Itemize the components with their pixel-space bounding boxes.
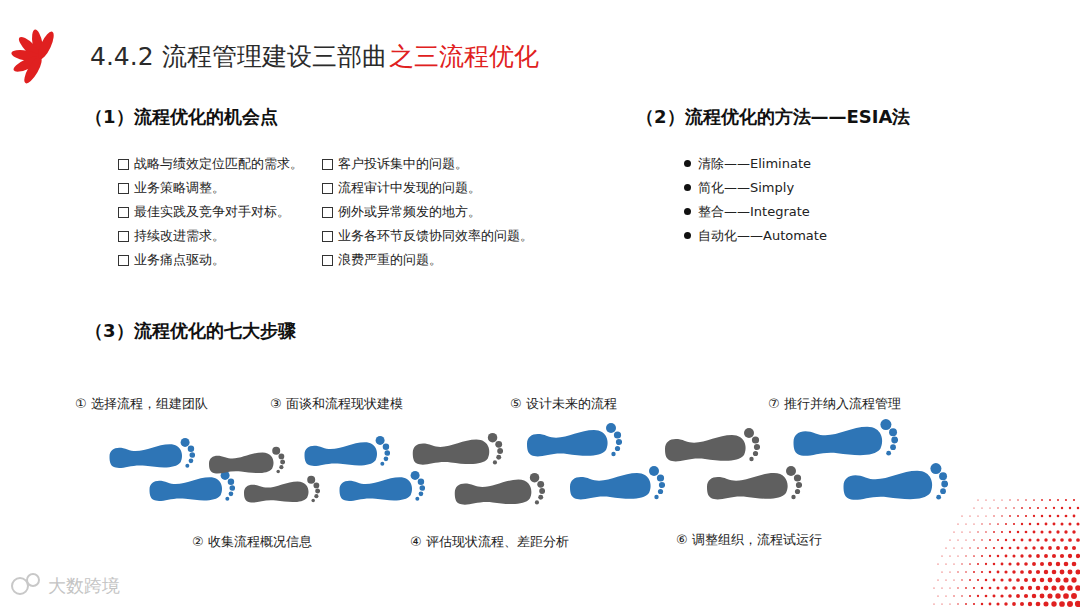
checklist-item: 战略与绩效定位匹配的需求。 [118,156,303,172]
section-heading: （2）流程优化的方法——ESIA法 [636,106,910,128]
title-highlight: 之三流程优化 [389,42,539,72]
checklist-item: 例外或异常频发的地方。 [322,204,481,220]
method-item: 整合——Integrate [682,204,810,220]
method-item: 自动化——Automate [682,228,827,244]
step-label: ⑥ 调整组织，流程试运行 [676,532,822,548]
step-label: ① 选择流程，组建团队 [75,396,208,412]
checklist-item: 业务各环节反馈协同效率的问题。 [322,228,533,244]
checklist-item: 业务痛点驱动。 [118,252,225,268]
checklist-item: 浪费严重的问题。 [322,252,442,268]
checklist-item: 业务策略调整。 [118,180,225,196]
watermark-icon [12,574,39,594]
step-label: ③ 面谈和流程现状建模 [270,396,403,412]
method-item: 清除——Eliminate [682,156,811,172]
method-item: 简化——Simply [682,180,794,196]
step-label: ⑤ 设计未来的流程 [510,396,617,412]
step-label: ② 收集流程概况信息 [192,534,312,550]
section-heading: （1）流程优化的机会点 [85,106,278,128]
step-label: ④ 评估现状流程、差距分析 [410,534,569,550]
checklist-item: 流程审计中发现的问题。 [322,180,481,196]
checklist-item: 持续改进需求。 [118,228,225,244]
checklist-item: 客户投诉集中的问题。 [322,156,468,172]
logo [11,29,57,86]
slide-title: 4.4.2 流程管理建设三部曲 [90,42,387,72]
step-label: ⑦ 推行并纳入流程管理 [768,396,901,412]
checklist-item: 最佳实践及竞争对手对标。 [118,204,290,220]
footprints [110,419,949,505]
watermark: 大数跨境 [48,575,120,597]
section-heading: （3）流程优化的七大步骤 [85,320,296,342]
